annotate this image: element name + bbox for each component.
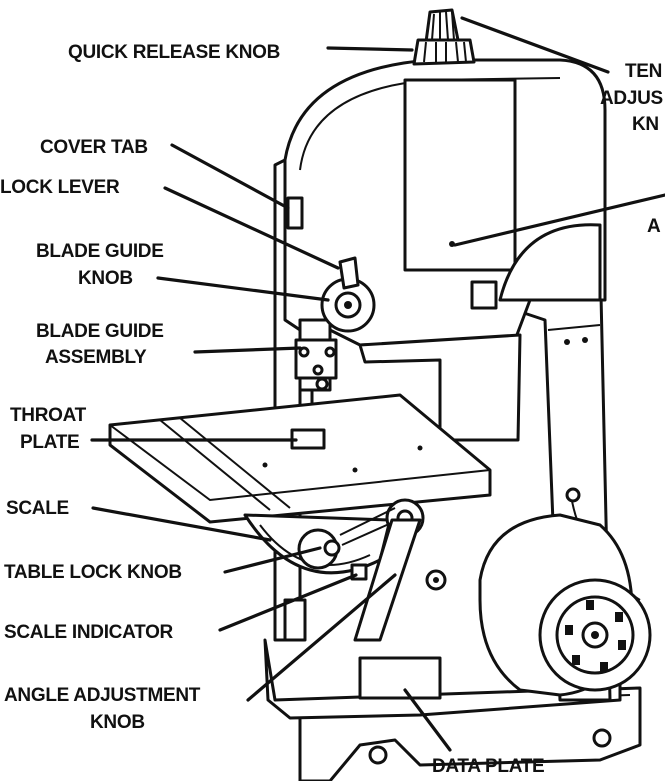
leader-lines <box>90 16 665 752</box>
label-lock-lever: LOCK LEVER <box>0 177 120 198</box>
band-saw-illustration <box>108 8 652 781</box>
base-bolt-icon <box>592 728 612 748</box>
label-tension-adjust-line1: TEN <box>625 61 662 82</box>
label-blade-guide-knob-line2: KNOB <box>78 268 133 289</box>
label-tension-adjust-line2: ADJUS <box>600 88 663 109</box>
upper-blade-guard <box>498 223 602 302</box>
quick-release-knob <box>412 38 476 66</box>
label-angle-adjustment-knob-line2: KNOB <box>90 712 145 733</box>
guard-bracket <box>470 280 498 310</box>
label-scale-indicator: SCALE INDICATOR <box>4 622 174 643</box>
lock-lever <box>338 256 360 290</box>
label-blade-guide-knob-line1: BLADE GUIDE <box>36 241 164 262</box>
label-throat-plate-line2: PLATE <box>20 432 79 453</box>
cord-grommet-icon <box>565 487 581 503</box>
label-right-partial: A <box>647 216 661 237</box>
label-blade-guide-assembly-line1: BLADE GUIDE <box>36 321 164 342</box>
callout-labels: QUICK RELEASE KNOB TEN ADJUS KN COVER TA… <box>0 42 663 777</box>
front-panel <box>403 78 517 272</box>
label-quick-release-knob: QUICK RELEASE KNOB <box>68 42 280 63</box>
label-blade-guide-assembly-line2: ASSEMBLY <box>45 347 147 368</box>
label-table-lock-knob: TABLE LOCK KNOB <box>4 562 182 583</box>
base-bolt-icon <box>368 745 388 765</box>
label-tension-adjust-line3: KN <box>632 114 659 135</box>
work-table <box>108 393 492 524</box>
label-data-plate: DATA PLATE <box>432 756 544 777</box>
data-plate <box>358 656 442 700</box>
cover-tab <box>286 196 304 230</box>
label-scale: SCALE <box>6 498 69 519</box>
label-angle-adjustment-knob-line1: ANGLE ADJUSTMENT <box>4 685 201 706</box>
label-cover-tab: COVER TAB <box>40 137 148 158</box>
label-throat-plate-line1: THROAT <box>10 405 87 426</box>
